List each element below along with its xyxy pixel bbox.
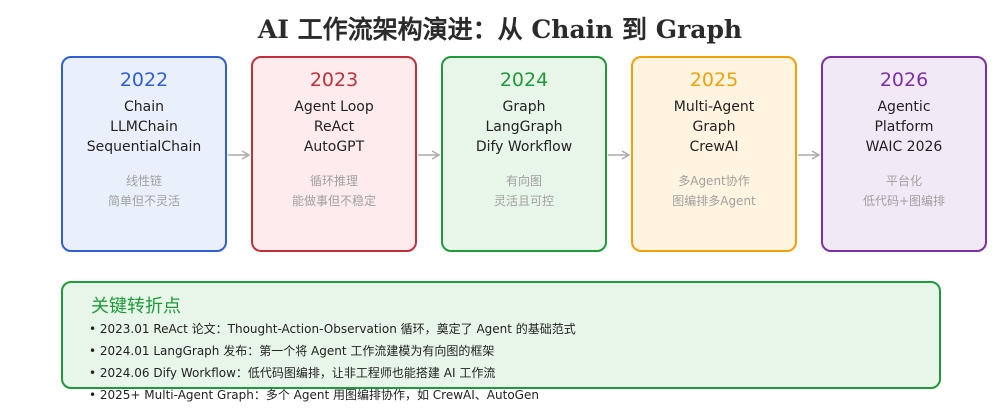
stage-note-item: 有向图 <box>505 174 542 188</box>
turning-point-item: • 2025+ Multi-Agent Graph：多个 Agent 用图编排协… <box>89 388 539 402</box>
stage-tech-item: SequentialChain <box>86 139 202 155</box>
stage-note-item: 简单但不灵活 <box>107 194 180 208</box>
stage-note-item: 灵活且可控 <box>493 194 554 208</box>
arrow-right-icon <box>418 150 440 160</box>
stage-notes: 线性链简单但不灵活 <box>63 171 225 211</box>
arrow-right-icon <box>228 150 250 160</box>
stage-year: 2022 <box>119 69 169 91</box>
stage-tech-item: Agentic <box>877 99 931 115</box>
stage-tech-item: Chain <box>124 99 164 115</box>
arrow-right-icon <box>798 150 820 160</box>
turning-points-list: • 2023.01 ReAct 论文：Thought-Action-Observ… <box>89 318 576 406</box>
stage-note-item: 能做事但不稳定 <box>291 194 376 208</box>
stage-notes: 循环推理能做事但不稳定 <box>253 171 415 211</box>
stage-tech-item: Dify Workflow <box>475 139 573 155</box>
page-title: AI 工作流架构演进：从 Chain 到 Graph <box>257 15 743 44</box>
stage-notes: 多Agent协作图编排多Agent <box>633 171 795 211</box>
stage-notes: 有向图灵活且可控 <box>443 171 605 211</box>
stage-year: 2025 <box>689 69 739 91</box>
turning-points-panel <box>61 281 941 389</box>
stage-note-item: 线性链 <box>125 174 162 188</box>
stage-tech-item: WAIC 2026 <box>865 139 943 155</box>
stage-tech-item: Graph <box>692 119 736 135</box>
turning-point-item: • 2024.01 LangGraph 发布：第一个将 Agent 工作流建模为… <box>89 344 495 358</box>
stage-note-item: 多Agent协作 <box>678 174 750 188</box>
arrow-right-icon <box>608 150 630 160</box>
stage-tech-item: Agent Loop <box>294 99 374 115</box>
stage-tech-item: CrewAI <box>689 139 739 155</box>
stage-note-item: 低代码+图编排 <box>862 194 946 208</box>
stage-tech-item: Multi-Agent <box>673 99 755 115</box>
turning-point-item: • 2024.06 Dify Workflow：低代码图编排，让非工程师也能搭建… <box>89 366 496 380</box>
stage-notes: 平台化低代码+图编排 <box>823 171 985 211</box>
stage-tech-item: Graph <box>502 99 546 115</box>
stage-tech-item: Platform <box>874 119 934 135</box>
stage-year: 2023 <box>309 69 359 91</box>
turning-points-heading: 关键转折点 <box>91 296 181 317</box>
stage-note-item: 图编排多Agent <box>672 194 756 208</box>
stage-year: 2024 <box>499 69 549 91</box>
turning-point-item: • 2023.01 ReAct 论文：Thought-Action-Observ… <box>89 322 576 336</box>
stage-tech-item: AutoGPT <box>303 139 365 155</box>
stage-tech-item: ReAct <box>313 119 355 135</box>
stage-note-item: 循环推理 <box>309 174 358 188</box>
stage-year: 2026 <box>879 69 929 91</box>
stage-tech-item: LangGraph <box>485 119 563 135</box>
stage-note-item: 平台化 <box>885 174 922 188</box>
stage-tech-item: LLMChain <box>110 119 178 135</box>
